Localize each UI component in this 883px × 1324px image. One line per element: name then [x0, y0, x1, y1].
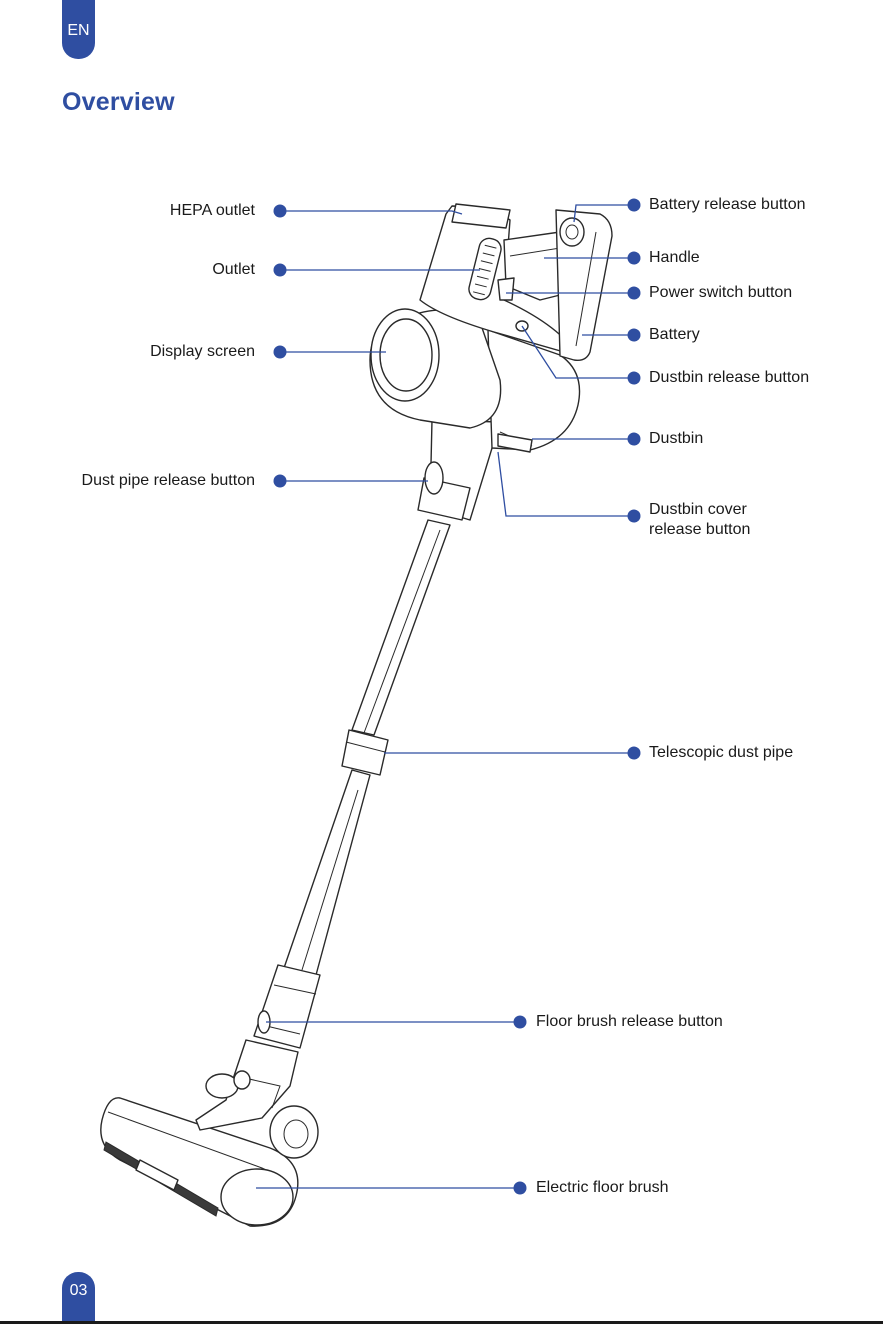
- pipe-joint: [254, 965, 320, 1048]
- label-outlet: Outlet: [212, 260, 255, 280]
- label-battery: Battery: [649, 325, 700, 345]
- label-dustbin: Dustbin: [649, 429, 703, 449]
- label-dustbin-cover-release-button: Dustbin cover release button: [649, 500, 750, 540]
- label-dustbin-release-button: Dustbin release button: [649, 368, 809, 388]
- pipe-collar: [342, 730, 388, 775]
- label-power-switch-button: Power switch button: [649, 283, 792, 303]
- label-electric-floor-brush: Electric floor brush: [536, 1178, 669, 1198]
- pipe-lower: [284, 770, 370, 975]
- label-dust-pipe-release-button: Dust pipe release button: [82, 471, 255, 491]
- label-handle: Handle: [649, 248, 700, 268]
- label-battery-release-button: Battery release button: [649, 195, 806, 215]
- label-floor-brush-release-button: Floor brush release button: [536, 1012, 723, 1032]
- label-telescopic-dust-pipe: Telescopic dust pipe: [649, 743, 793, 763]
- label-hepa-outlet: HEPA outlet: [170, 201, 255, 221]
- page-number: 03: [62, 1272, 95, 1324]
- label-display-screen: Display screen: [150, 342, 255, 362]
- pipe-upper: [352, 520, 450, 735]
